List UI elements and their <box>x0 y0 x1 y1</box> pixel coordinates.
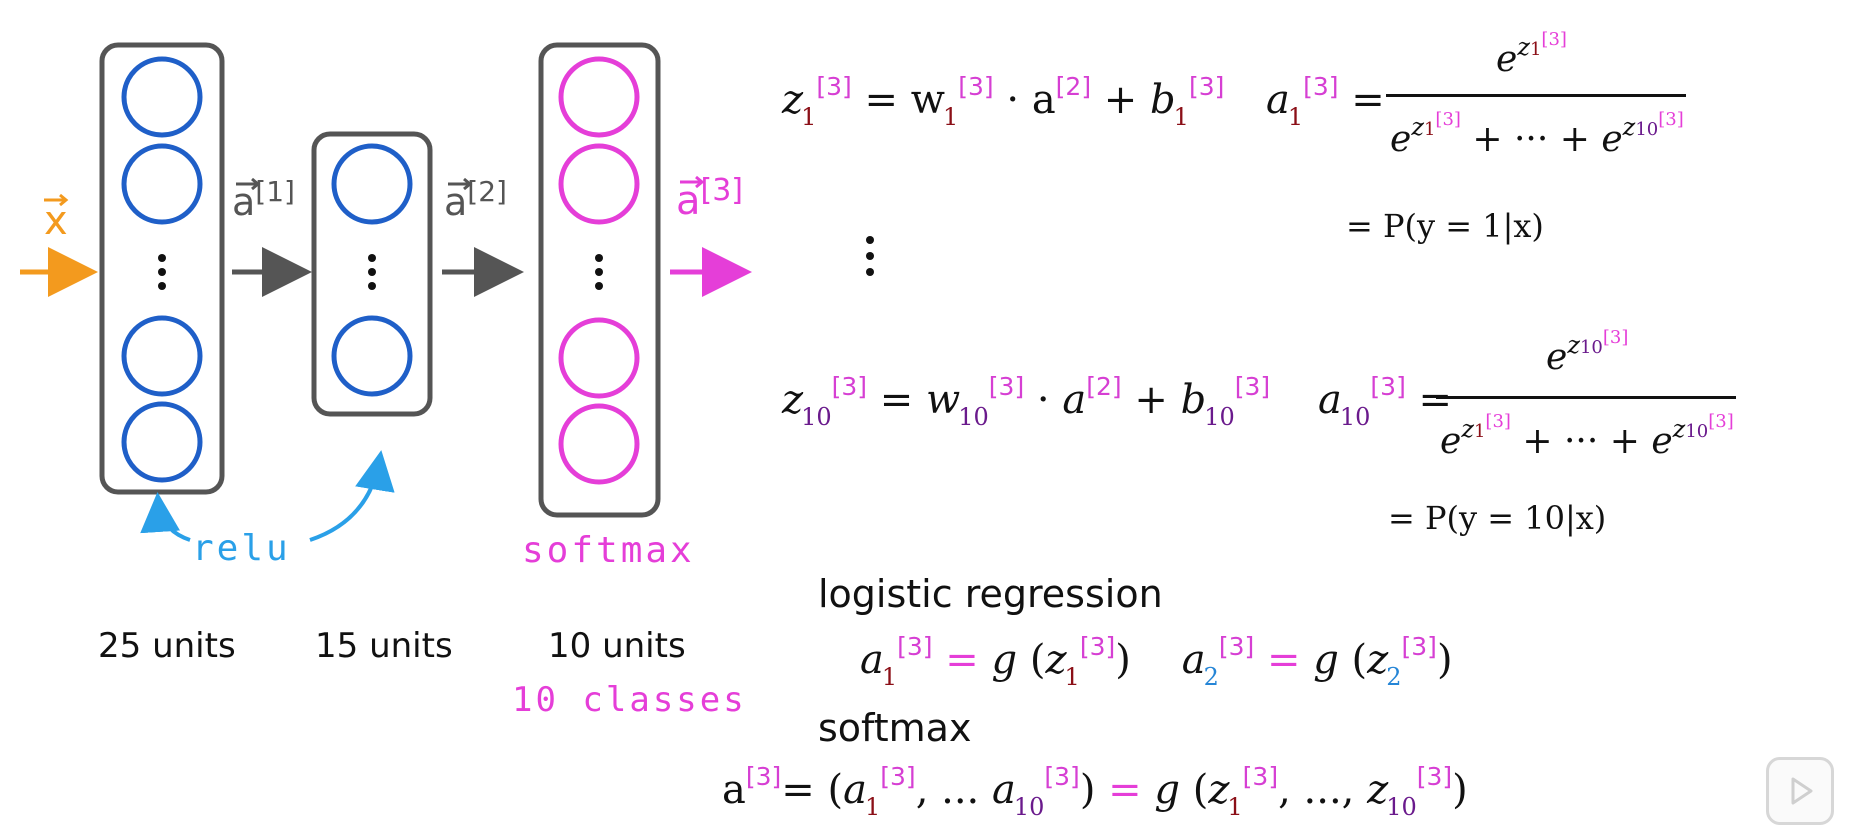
a1-vector-mark <box>236 177 261 191</box>
logistic-heading: logistic regression <box>818 572 1163 616</box>
equation-a1: a1[3] = <box>1266 72 1385 131</box>
layer1-neuron <box>121 143 203 225</box>
layer3-box <box>538 42 661 518</box>
layer1-neuron <box>121 315 203 397</box>
fraction-line-a10 <box>1436 396 1736 399</box>
layer2-units: 15 units <box>315 626 453 666</box>
layer2-box <box>311 131 433 417</box>
softmax-annotation: softmax <box>522 530 695 571</box>
equation-softmax: a[3]= (a1[3], ... a10[3]) = g (z1[3], ..… <box>722 762 1468 821</box>
network-diagram <box>20 42 752 542</box>
layer1-dot <box>158 282 166 290</box>
arrow-label-a3: a[3] <box>676 173 744 224</box>
vertical-ellipsis <box>866 236 874 276</box>
softmax-heading: softmax <box>818 706 972 750</box>
layer2-neuron <box>331 143 413 225</box>
classes-annotation: 10 classes <box>512 680 747 720</box>
arrow-label-a2: a[2] <box>444 175 507 224</box>
layer3-neuron <box>558 317 640 399</box>
a2-vector-mark <box>448 177 473 191</box>
arrow-label-a1: a[1] <box>232 175 295 224</box>
layer3-dot <box>595 282 603 290</box>
x-vector-mark <box>44 193 69 207</box>
layer3-units: 10 units <box>548 626 686 666</box>
layer1-box <box>99 42 225 495</box>
prob-10: = P(y = 10|x) <box>1388 499 1607 537</box>
equation-a1-denominator: ez1[3] + ··· + ez10[3] <box>1390 109 1684 160</box>
layer1-neuron <box>121 56 203 138</box>
input-label: x <box>44 198 68 244</box>
equation-z10: z10[3] = w10[3] · a[2] + b10[3] <box>782 372 1271 431</box>
equation-a10: a10[3] = <box>1318 372 1453 431</box>
relu-arrow-right <box>309 450 395 542</box>
layer3-neuron <box>558 56 640 138</box>
fraction-line-a1 <box>1386 94 1686 97</box>
layer3-neuron <box>558 403 640 485</box>
layer3-neuron <box>558 143 640 225</box>
equation-a10-numerator: ez10[3] <box>1546 327 1629 378</box>
layer1-dot <box>158 268 166 276</box>
relu-arrow-left <box>140 492 191 542</box>
layer1-dot <box>158 254 166 262</box>
relu-annotation: relu <box>192 528 291 569</box>
layer3-dot <box>595 268 603 276</box>
equation-a1-numerator: ez1[3] <box>1496 29 1567 80</box>
play-control[interactable] <box>1766 757 1834 825</box>
a3-vector-mark <box>680 175 705 189</box>
equation-logistic: a1[3] = g (z1[3]) a2[3] = g (z2[3]) <box>860 632 1453 691</box>
layer2-dot <box>368 254 376 262</box>
layer2-dot <box>368 282 376 290</box>
layer3-dot <box>595 254 603 262</box>
equation-a10-denominator: ez1[3] + ··· + ez10[3] <box>1440 411 1734 462</box>
equation-z1: z1[3] = w1[3] · a[2] + b1[3] <box>782 72 1225 131</box>
layer1-units: 25 units <box>98 626 236 666</box>
layer1-neuron <box>121 401 203 483</box>
layer2-dot <box>368 268 376 276</box>
layer2-neuron <box>331 315 413 397</box>
prob-1: = P(y = 1|x) <box>1346 207 1544 245</box>
play-icon <box>1791 777 1813 805</box>
